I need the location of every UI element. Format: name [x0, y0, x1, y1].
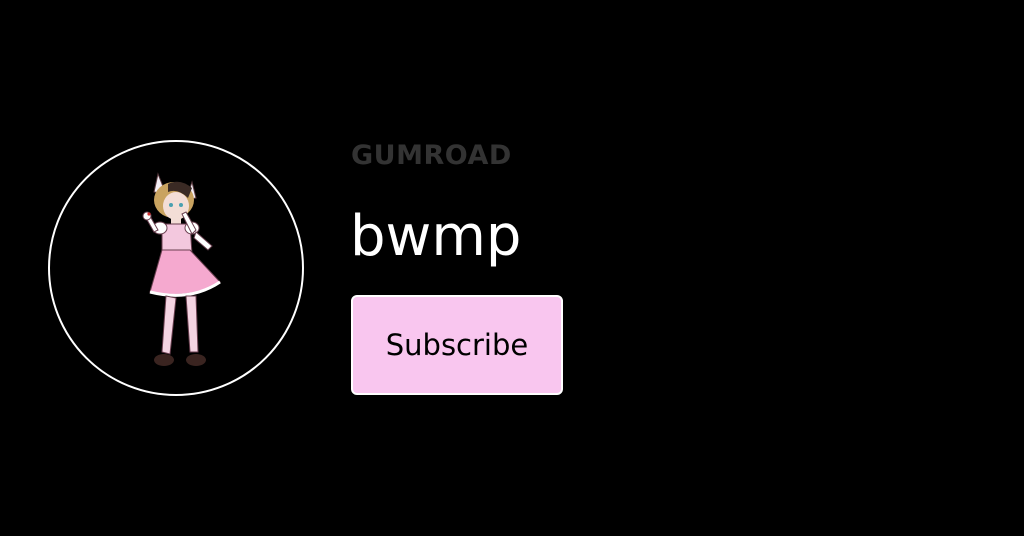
- subscribe-button[interactable]: Subscribe: [351, 295, 563, 395]
- gumroad-logo[interactable]: GUMROAD: [351, 140, 512, 171]
- avatar: [48, 140, 304, 396]
- creator-name: bwmp: [350, 204, 522, 269]
- avatar-illustration-icon: [142, 172, 221, 366]
